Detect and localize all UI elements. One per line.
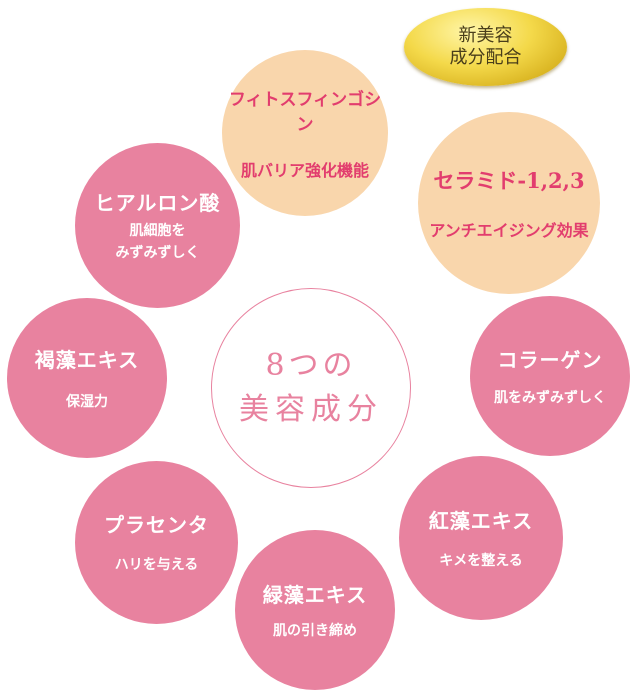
ingredient-effect-line2: みずみずしく: [115, 245, 200, 261]
ingredient-effect-line1: 肌細胞を: [129, 223, 186, 239]
ingredient-hyaluronic-acid: ヒアルロン酸 肌細胞を みずみずしく: [75, 143, 240, 308]
badge-line2: 成分配合: [449, 47, 522, 68]
ingredient-collagen: コラーゲン 肌をみずみずしく: [470, 296, 630, 456]
ingredient-effect: 肌の引き締め: [273, 622, 357, 639]
ingredient-name: フィトスフィンゴシン: [228, 90, 382, 135]
badge-line1: 新美容: [458, 25, 513, 46]
ingredient-name: プラセンタ: [104, 513, 209, 537]
ingredient-effect: 肌バリア強化機能: [240, 161, 369, 180]
new-ingredient-badge: 新美容 成分配合: [404, 8, 567, 86]
ingredient-placenta: プラセンタ ハリを与える: [75, 461, 238, 624]
ingredient-effect: キメを整える: [439, 552, 523, 569]
ingredient-name: 緑藻エキス: [262, 582, 368, 607]
ingredient-name: コラーゲン: [497, 347, 603, 372]
ingredient-green-algae-extract: 緑藻エキス 肌の引き締め: [235, 530, 395, 690]
ingredient-red-algae-extract: 紅藻エキス キメを整える: [399, 456, 563, 620]
center-title-line2: 美容成分: [239, 392, 383, 427]
center-circle: 8つの 美容成分: [211, 288, 411, 488]
ingredient-phytosphingosine: フィトスフィンゴシン 肌バリア強化機能: [222, 50, 388, 216]
ingredient-ceramide: セラミド-1,2,3 アンチエイジング効果: [418, 112, 600, 294]
ingredient-name: セラミド-1,2,3: [433, 168, 585, 193]
ingredient-brown-algae-extract: 褐藻エキス 保湿力: [7, 298, 167, 458]
center-title-line1: 8つの: [265, 348, 357, 383]
ingredient-name: ヒアルロン酸: [94, 191, 221, 215]
ingredient-effect: 保湿力: [66, 393, 108, 410]
ingredient-effect: ハリを与える: [114, 557, 199, 573]
ingredient-effect: 肌をみずみずしく: [494, 389, 606, 406]
ingredient-name: 紅藻エキス: [428, 508, 534, 533]
ingredient-effect: アンチエイジング効果: [429, 221, 589, 240]
ingredient-name: 褐藻エキス: [34, 347, 140, 372]
